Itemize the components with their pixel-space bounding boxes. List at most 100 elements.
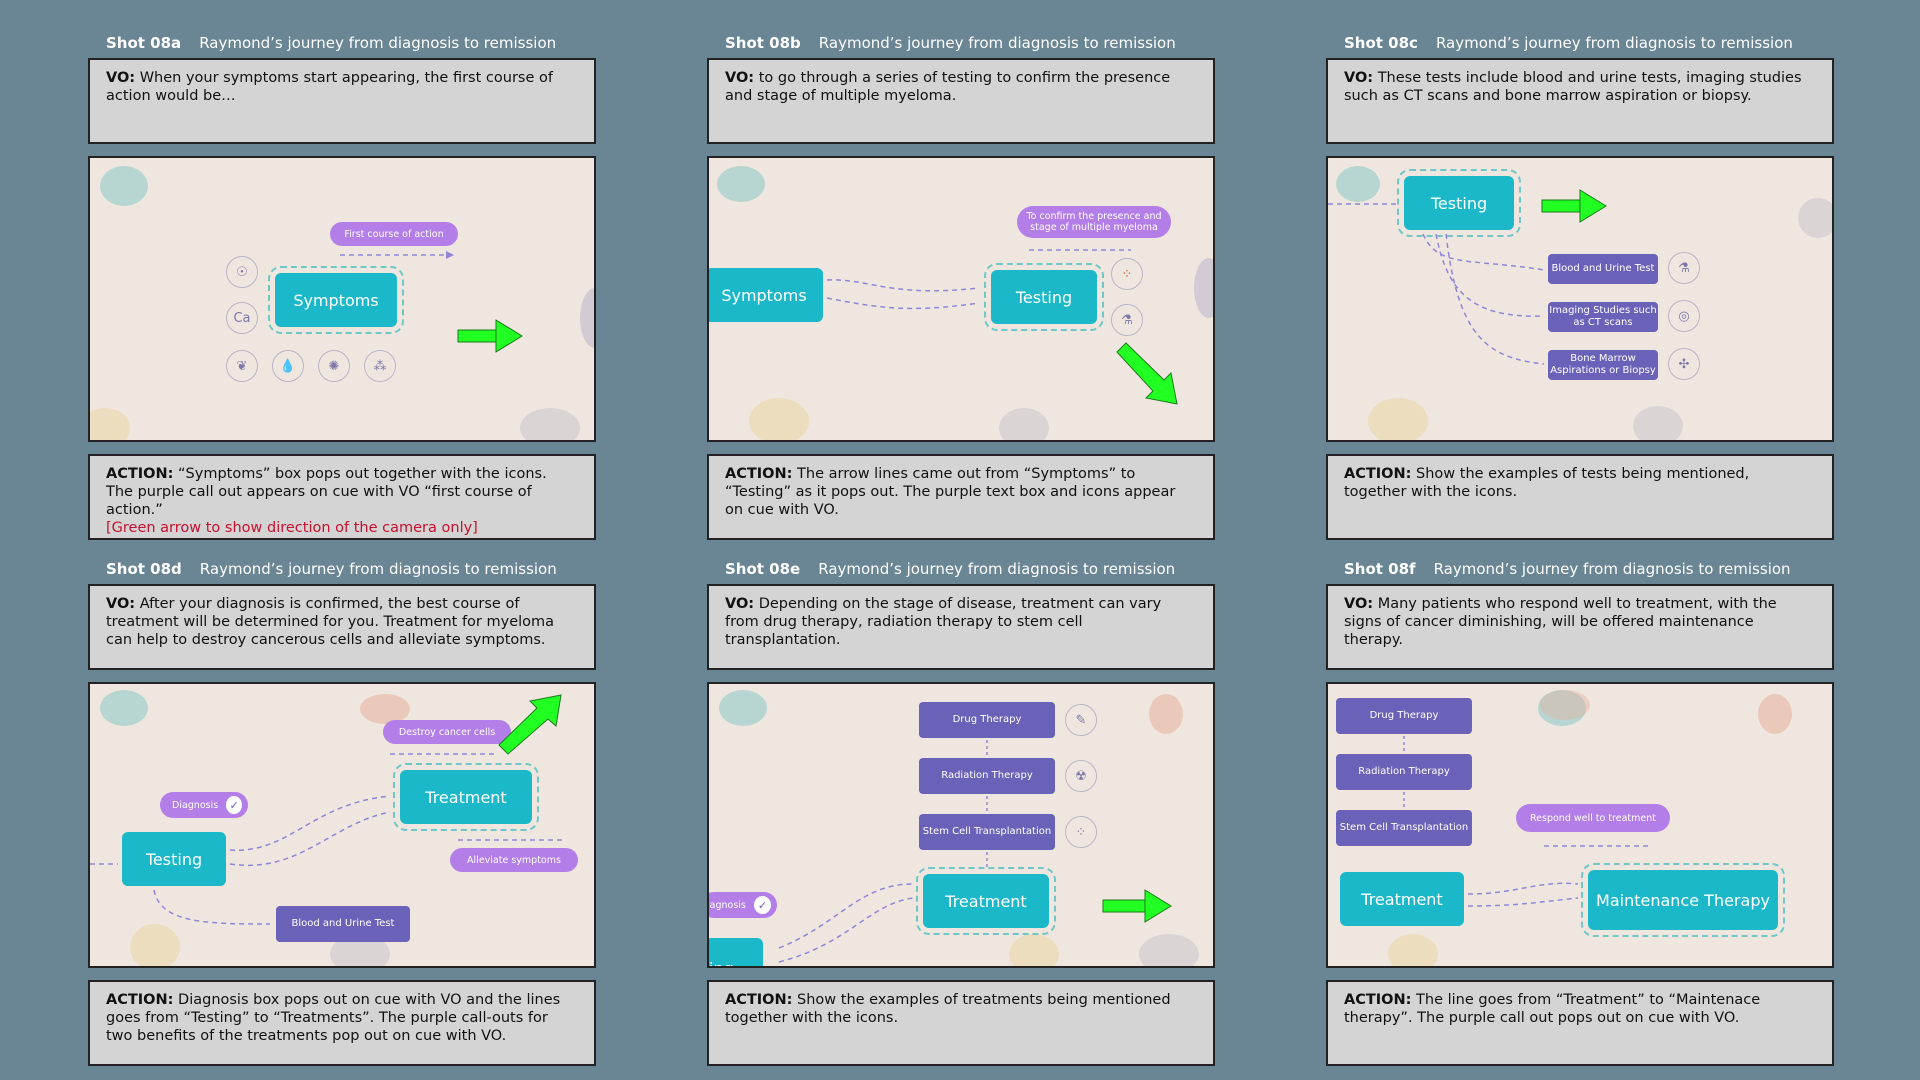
vo-box: VO: After your diagnosis is confirmed, t…: [88, 584, 596, 670]
symptoms-box: Symptoms: [709, 268, 823, 322]
check-icon: ✓: [753, 896, 771, 914]
shot-panel-08d: Shot 08d Raymond’s journey from diagnosi…: [88, 552, 596, 1066]
shot-header: Shot 08b Raymond’s journey from diagnosi…: [707, 26, 1215, 52]
action-text: The arrow lines came out from “Symptoms”…: [725, 466, 1176, 518]
shot-number: Shot 08c: [1344, 34, 1418, 52]
vo-label: VO:: [1344, 596, 1374, 612]
drop-icon: 💧: [272, 350, 304, 382]
decor-blob: [1388, 934, 1438, 966]
shot-title: Raymond’s journey from diagnosis to remi…: [1433, 560, 1791, 578]
shot-header: Shot 08d Raymond’s journey from diagnosi…: [88, 552, 596, 578]
shot-header: Shot 08c Raymond’s journey from diagnosi…: [1326, 26, 1834, 52]
vo-text: When your symptoms start appearing, the …: [106, 70, 553, 104]
decor-blob: [1633, 406, 1683, 440]
therapy-item: Drug Therapy: [919, 702, 1055, 738]
testing-box: Testing: [122, 832, 226, 886]
test-item: Blood and Urine Test: [276, 906, 410, 942]
shot-header: Shot 08e Raymond’s journey from diagnosi…: [707, 552, 1215, 578]
decor-blob: [520, 408, 580, 440]
shot-title: Raymond’s journey from diagnosis to remi…: [1435, 34, 1793, 52]
cell-icon: ✺: [318, 350, 350, 382]
vo-text: Many patients who respond well to treatm…: [1344, 596, 1777, 648]
shot-number: Shot 08e: [725, 560, 801, 578]
kidney-icon: ❦: [226, 350, 258, 382]
green-camera-arrow: [1116, 342, 1178, 405]
callout-first-course: First course of action: [330, 222, 458, 246]
decor-blob: [580, 288, 594, 348]
frame-overlay: [1403, 736, 1650, 907]
treatment-box: Treatment: [1340, 872, 1464, 926]
shot-number: Shot 08f: [1344, 560, 1416, 578]
storyboard-frame: Drug Therapy Radiation Therapy Stem Cell…: [707, 682, 1215, 968]
decor-blob: [100, 166, 148, 206]
decor-blob: [360, 694, 410, 724]
testing-box: ing: [709, 938, 763, 966]
blood-cells-icon: ⁘: [1111, 258, 1143, 290]
action-box: ACTION: The arrow lines came out from “S…: [707, 454, 1215, 540]
shot-title: Raymond’s journey from diagnosis to remi…: [199, 560, 557, 578]
therapy-item: Drug Therapy: [1336, 698, 1472, 734]
decor-blob: [130, 924, 180, 966]
stem-cell-icon: ⁘: [1065, 816, 1097, 848]
decor-blob: [1009, 934, 1059, 966]
therapy-item: Radiation Therapy: [1336, 754, 1472, 790]
treatment-box: Treatment: [393, 763, 539, 831]
drops-icon: ⁂: [364, 350, 396, 382]
callout-destroy: Destroy cancer cells: [383, 720, 511, 744]
syringe-icon: ✎: [1065, 704, 1097, 736]
test-tube-icon: ⚗: [1668, 252, 1700, 284]
action-label: ACTION:: [1344, 992, 1412, 1008]
testing-box: Testing: [1397, 169, 1521, 237]
decor-blob: [1194, 258, 1213, 318]
test-item: Blood and Urine Test: [1548, 254, 1658, 284]
test-item: Imaging Studies such as CT scans: [1548, 302, 1658, 332]
shot-panel-08c: Shot 08c Raymond’s journey from diagnosi…: [1326, 26, 1834, 540]
diagnosis-pill: Diagnosis ✓: [160, 792, 248, 818]
action-label: ACTION:: [725, 992, 793, 1008]
action-text: Diagnosis box pops out on cue with VO an…: [106, 992, 561, 1044]
frame-overlay: [1328, 189, 1607, 365]
storyboard-frame: Diagnosis ✓ Testing Treatment Destroy ca…: [88, 682, 596, 968]
action-box: ACTION: “Symptoms” box pops out together…: [88, 454, 596, 540]
frame-overlay: [340, 251, 523, 353]
action-text: The line goes from “Treatment” to “Maint…: [1344, 992, 1761, 1026]
action-label: ACTION:: [106, 992, 174, 1008]
vo-box: VO: Many patients who respond well to tr…: [1326, 584, 1834, 670]
action-box: ACTION: Diagnosis box pops out on cue wi…: [88, 980, 596, 1066]
therapy-item: Stem Cell Transplantation: [1336, 810, 1472, 846]
action-label: ACTION:: [725, 466, 793, 482]
storyboard-frame: First course of action Symptoms ☉ Ca ❦ 💧…: [88, 156, 596, 442]
action-box: ACTION: The line goes from “Treatment” t…: [1326, 980, 1834, 1066]
green-camera-arrow: [498, 694, 562, 755]
decor-blob: [1538, 690, 1586, 726]
vo-label: VO:: [106, 596, 136, 612]
diagnosis-label: iagnosis: [707, 899, 746, 911]
symptom-icon: ☉: [226, 256, 258, 288]
shot-number: Shot 08a: [106, 34, 182, 52]
shot-panel-08f: Shot 08f Raymond’s journey from diagnosi…: [1326, 552, 1834, 1066]
calcium-icon: Ca: [226, 302, 258, 334]
shot-header: Shot 08a Raymond’s journey from diagnosi…: [88, 26, 596, 52]
frame-overlay: [778, 740, 1172, 963]
storyboard-frame: Symptoms Testing To confirm the presence…: [707, 156, 1215, 442]
therapy-item: Stem Cell Transplantation: [919, 814, 1055, 850]
action-note: [Green arrow to show direction of the ca…: [106, 520, 478, 536]
vo-text: These tests include blood and urine test…: [1344, 70, 1802, 104]
vo-label: VO:: [725, 70, 755, 86]
diagnosis-label: Diagnosis: [172, 799, 219, 811]
vo-text: Depending on the stage of disease, treat…: [725, 596, 1162, 648]
decor-blob: [1368, 398, 1428, 440]
decor-blob: [1758, 694, 1792, 734]
action-box: ACTION: Show the examples of tests being…: [1326, 454, 1834, 540]
testing-box: Testing: [984, 263, 1104, 331]
shot-number: Shot 08d: [106, 560, 182, 578]
green-camera-arrow: [457, 319, 523, 353]
shot-title: Raymond’s journey from diagnosis to remi…: [818, 34, 1176, 52]
frame-overlay: [90, 694, 564, 925]
action-label: ACTION:: [1344, 466, 1412, 482]
decor-blob: [1540, 690, 1590, 720]
green-camera-arrow: [1541, 189, 1607, 223]
vo-text: After your diagnosis is confirmed, the b…: [106, 596, 555, 648]
check-icon: ✓: [226, 796, 242, 814]
storyboard-frame: Drug Therapy Radiation Therapy Stem Cell…: [1326, 682, 1834, 968]
